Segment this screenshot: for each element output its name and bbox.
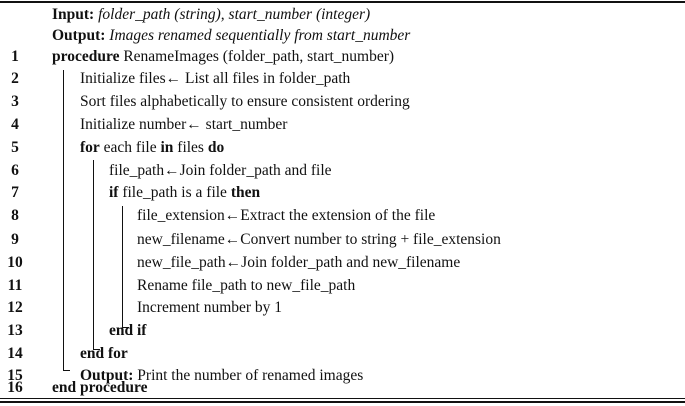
algo-line-12: 12 Increment number by 1 xyxy=(0,297,685,319)
line-text: Sort files alphabetically to ensure cons… xyxy=(80,93,410,110)
keyword-end-if: end if xyxy=(109,322,147,339)
algo-line-6: 6 file_path←Join folder_path and file xyxy=(0,160,685,182)
algo-line-9: 9 new_filename←Convert number to string … xyxy=(0,229,685,251)
keyword-in: in xyxy=(160,139,174,156)
output-row: Output: Images renamed sequentially from… xyxy=(0,25,685,47)
bottom-rule xyxy=(0,398,685,399)
line-number: 13 xyxy=(7,322,23,339)
algo-line-16: 16 end procedure xyxy=(0,377,685,399)
algo-line-13: 13 end if xyxy=(0,320,685,342)
indent-guide-procedure xyxy=(63,70,64,371)
algo-line-5: 5 for each file in files do xyxy=(0,137,685,159)
line-number: 9 xyxy=(11,231,19,248)
line-number: 7 xyxy=(11,184,19,201)
algo-line-2: 2 Initialize files← List all files in fo… xyxy=(0,68,685,90)
line-text: Print the number of renamed images xyxy=(133,367,364,384)
algo-line-4: 4 Initialize number← start_number xyxy=(0,114,685,136)
line-number: 8 xyxy=(11,207,19,224)
line-text: each file xyxy=(99,139,161,156)
line-text: RenameImages (folder_path, start_number) xyxy=(119,48,395,65)
keyword-procedure: procedure xyxy=(52,48,120,65)
line-text: files xyxy=(173,139,208,156)
bottom-rule xyxy=(0,401,685,403)
output-label: Output: xyxy=(52,27,106,44)
algo-line-15: 15 Output: Print the number of renamed i… xyxy=(0,365,685,387)
line-number: 3 xyxy=(11,93,19,110)
line-number: 1 xyxy=(11,48,19,65)
line-text: Initialize files← List all files in fold… xyxy=(80,70,351,87)
line-number: 12 xyxy=(7,299,23,316)
input-text: folder_path (string), start_number (inte… xyxy=(98,6,371,23)
algo-line-1: 1 procedure RenameImages (folder_path, s… xyxy=(0,46,685,68)
indent-guide-tick xyxy=(122,327,129,328)
algo-line-8: 8 file_extension←Extract the extension o… xyxy=(0,205,685,227)
keyword-end-for: end for xyxy=(80,345,128,362)
line-number: 4 xyxy=(11,116,19,133)
output-text: Images renamed sequentially from start_n… xyxy=(109,27,411,44)
algo-line-10: 10 new_file_path←Join folder_path and ne… xyxy=(0,252,685,274)
keyword-end-procedure: end procedure xyxy=(52,379,148,396)
line-number: 14 xyxy=(7,345,23,362)
line-text: file_extension←Extract the extension of … xyxy=(137,207,436,224)
indent-guide-for xyxy=(93,160,94,350)
line-text: Initialize number← start_number xyxy=(80,116,288,133)
keyword-for: for xyxy=(80,139,100,156)
keyword-if: if xyxy=(109,184,119,201)
line-text: file_path is a file xyxy=(118,184,231,201)
indent-guide-if xyxy=(122,206,123,328)
keyword-do: do xyxy=(207,139,225,156)
algo-line-3: 3 Sort files alphabetically to ensure co… xyxy=(0,91,685,113)
line-number: 16 xyxy=(7,379,23,396)
algo-line-11: 11 Rename file_path to new_file_path xyxy=(0,275,685,297)
line-text: new_file_path←Join folder_path and new_f… xyxy=(137,254,461,271)
line-text: Increment number by 1 xyxy=(137,299,283,316)
algo-line-14: 14 end for xyxy=(0,343,685,365)
input-label: Input: xyxy=(52,6,95,23)
line-text: Rename file_path to new_file_path xyxy=(137,277,356,294)
line-number: 15 xyxy=(7,367,23,384)
algo-line-7: 7 if file_path is a file then xyxy=(0,182,685,204)
top-rule xyxy=(0,1,685,3)
line-number: 10 xyxy=(7,254,23,271)
line-text: new_filename←Convert number to string + … xyxy=(137,231,501,248)
line-text: file_path←Join folder_path and file xyxy=(109,162,332,179)
input-row: Input: folder_path (string), start_numbe… xyxy=(0,4,685,26)
line-number: 11 xyxy=(7,277,23,294)
indent-guide-tick xyxy=(63,370,70,371)
indent-guide-tick xyxy=(93,349,100,350)
line-number: 2 xyxy=(11,70,19,87)
keyword-then: then xyxy=(230,184,261,201)
line-number: 5 xyxy=(11,139,19,156)
keyword-output: Output: xyxy=(80,367,134,384)
line-number: 6 xyxy=(11,162,19,179)
